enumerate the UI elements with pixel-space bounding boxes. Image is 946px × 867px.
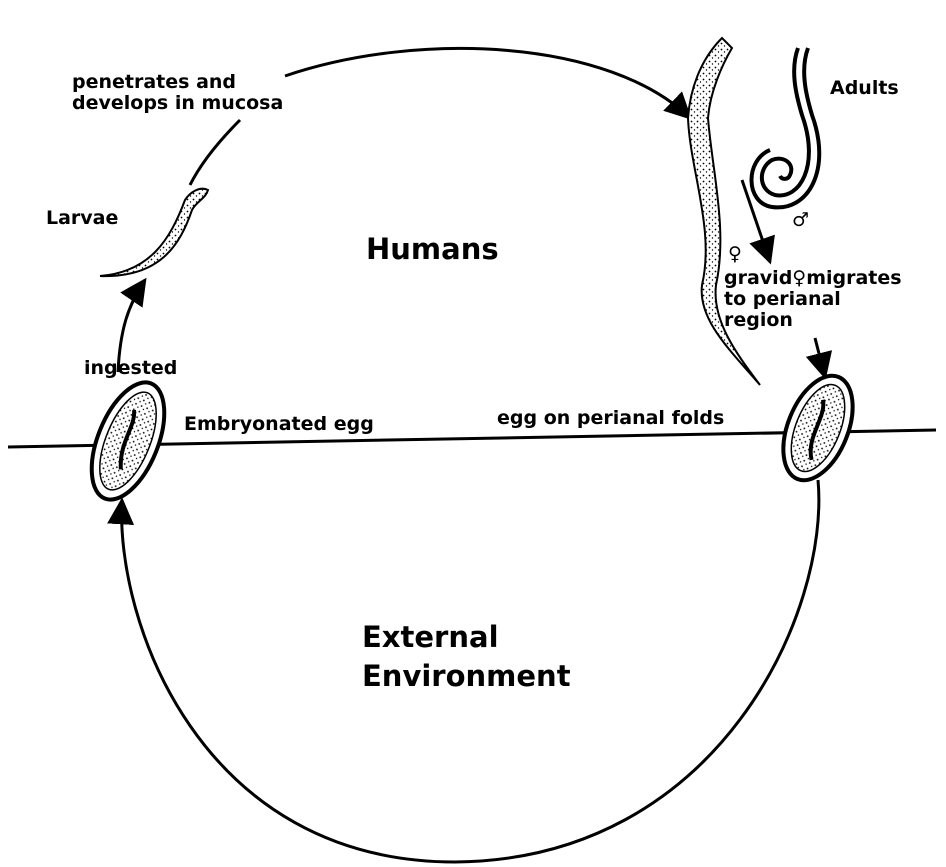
arrow-to-perianal-egg <box>815 338 825 377</box>
larva-worm <box>100 189 208 276</box>
arrow-larva-to-mucosa <box>190 120 240 185</box>
label-gravid-migrates: gravid♀migrates to perianal region <box>724 268 902 331</box>
label-egg-perianal-folds: egg on perianal folds <box>497 408 724 429</box>
arrow-to-adults <box>285 48 690 118</box>
arrow-female-down <box>742 180 770 262</box>
perianal-egg-icon <box>770 366 867 490</box>
label-ingested: ingested <box>84 358 177 379</box>
female-worm <box>688 38 760 385</box>
label-male-symbol: ♂ <box>792 210 809 231</box>
label-embryonated-egg: Embryonated egg <box>184 414 374 435</box>
label-external-environment: External Environment <box>362 618 571 696</box>
label-humans: Humans <box>366 230 499 269</box>
label-female-symbol: ♀ <box>728 244 742 265</box>
male-worm <box>751 48 819 207</box>
label-larvae: Larvae <box>46 208 118 229</box>
label-penetrates: penetrates and develops in mucosa <box>72 72 283 114</box>
label-adults: Adults <box>830 78 899 99</box>
embryonated-egg-icon <box>77 372 179 509</box>
